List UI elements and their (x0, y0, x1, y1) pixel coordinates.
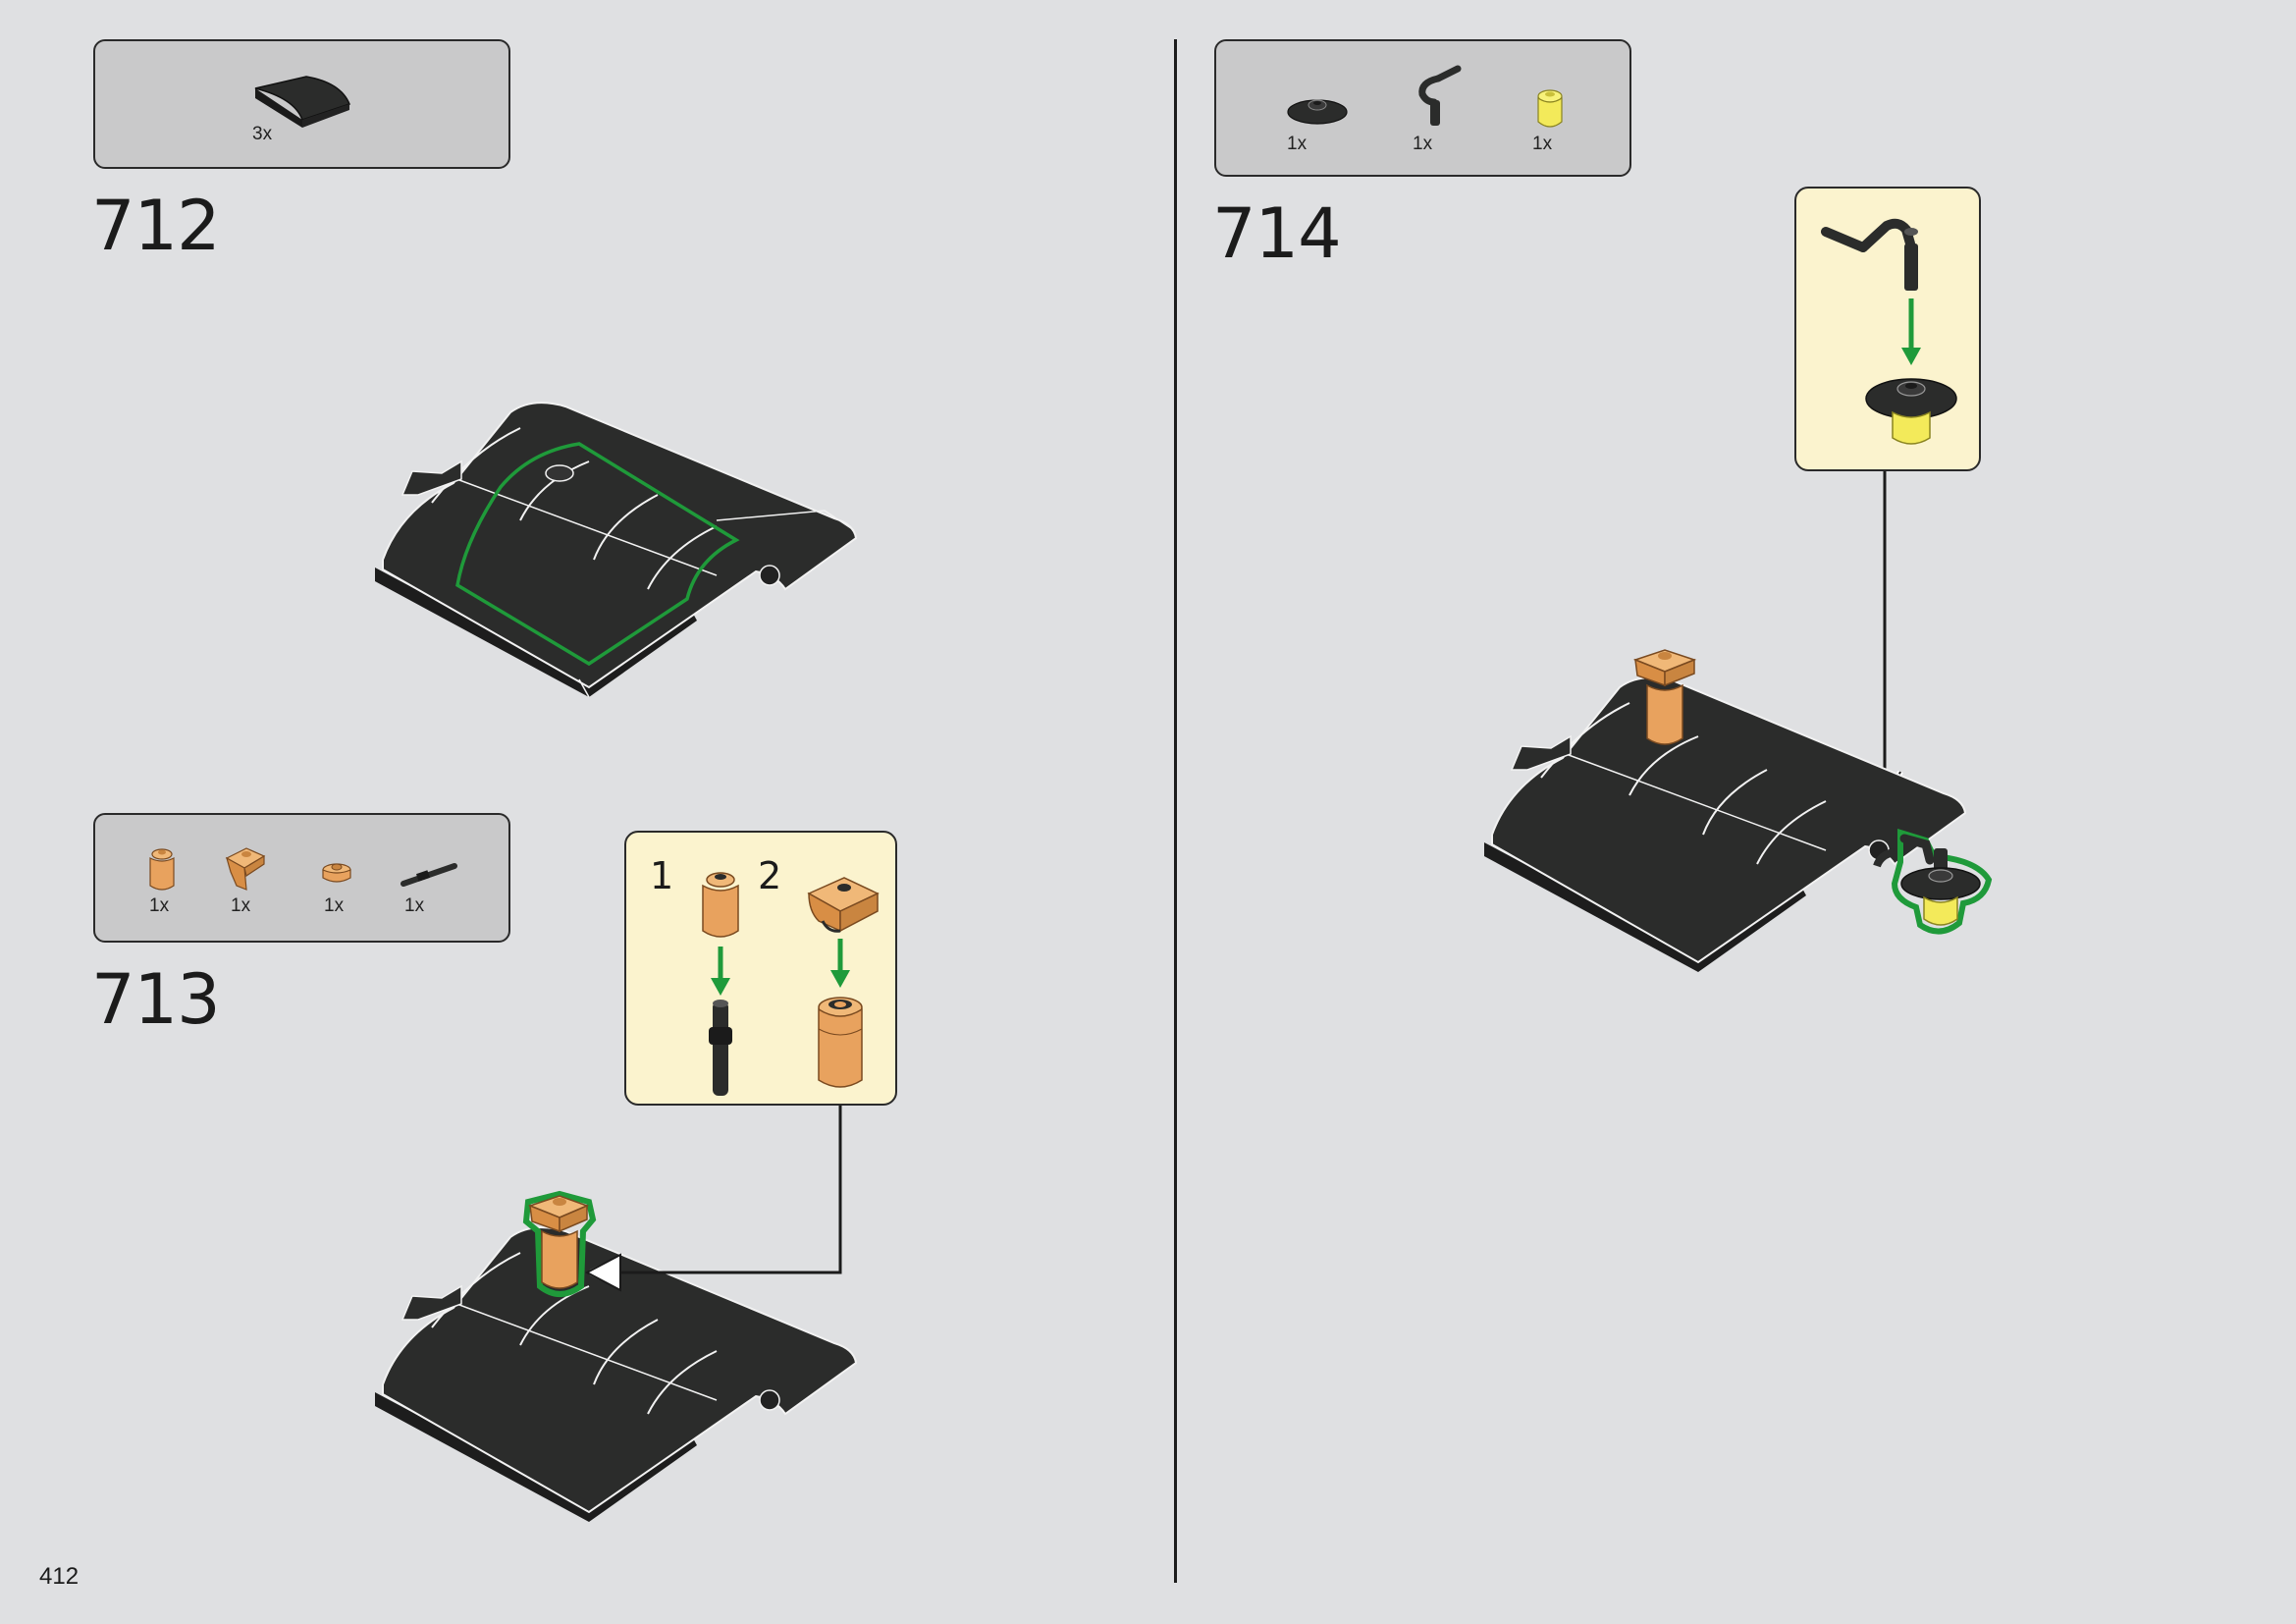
part-qty: 1x (1532, 134, 1553, 154)
step-number-712: 712 (91, 186, 221, 266)
round-brick-trans-yellow-icon (1537, 89, 1563, 128)
substep-number-1: 1 (650, 854, 674, 897)
part-qty: 1x (1287, 134, 1308, 154)
bar-black-icon (709, 1000, 732, 1096)
part-dish-black (1285, 90, 1350, 130)
dish-black-icon (1865, 378, 1957, 419)
parts-list-712: 3x (93, 39, 510, 169)
model-712 (375, 402, 858, 698)
parts-list-713: 1x 1x 1x 1x (93, 813, 510, 943)
part-qty: 1x (149, 895, 170, 916)
subassembly-diagram (702, 872, 880, 1096)
tan-stud-assembly (522, 1190, 597, 1297)
substep-number-2: 2 (758, 854, 782, 897)
parts-list-714: 1x 1x 1x (1214, 39, 1631, 177)
subassembly-diagram (1821, 218, 1957, 445)
bent-bar-black-icon (1418, 65, 1462, 126)
round-brick-tan-icon (702, 872, 739, 938)
clip-plate-tan-icon (807, 877, 880, 933)
page-number: 412 (39, 1563, 80, 1590)
roof-assembly (375, 1226, 858, 1522)
round-brick-trans-yellow-icon (1892, 410, 1931, 445)
round-plate-tan-icon (818, 997, 863, 1088)
tan-stud-assembly (1632, 649, 1697, 745)
roof-assembly (375, 402, 858, 698)
bar-black-icon (400, 863, 457, 887)
model-714 (1484, 471, 1993, 972)
curved-slope-black-icon (254, 76, 350, 128)
part-round-brick-tan (144, 844, 180, 895)
clip-plate-tan-icon (225, 847, 266, 891)
lamp-assembly (1873, 828, 1993, 935)
part-round-brick-trans-yellow (1532, 86, 1568, 134)
part-bent-bar-black (1409, 63, 1462, 128)
step-number-714: 714 (1212, 193, 1342, 274)
round-brick-tan-icon (149, 848, 175, 891)
roof-assembly (1484, 677, 1967, 972)
part-round-plate-tan (319, 858, 354, 890)
page-divider (1174, 39, 1177, 1583)
bent-bar-black-icon (1821, 218, 1918, 291)
part-curved-slope (247, 69, 355, 128)
part-qty: 1x (404, 895, 425, 916)
model-713 (375, 1106, 858, 1522)
part-clip-plate-tan (223, 842, 268, 893)
part-qty: 1x (324, 895, 345, 916)
part-qty: 3x (252, 124, 273, 144)
part-bar-black (400, 860, 458, 890)
subassembly-callout-713: 1 2 (624, 831, 897, 1106)
step-number-713: 713 (91, 959, 221, 1040)
round-plate-tan-icon (322, 863, 351, 883)
subassembly-callout-714 (1794, 187, 1981, 471)
part-qty: 1x (231, 895, 251, 916)
dish-black-icon (1287, 99, 1348, 125)
part-qty: 1x (1413, 134, 1433, 154)
